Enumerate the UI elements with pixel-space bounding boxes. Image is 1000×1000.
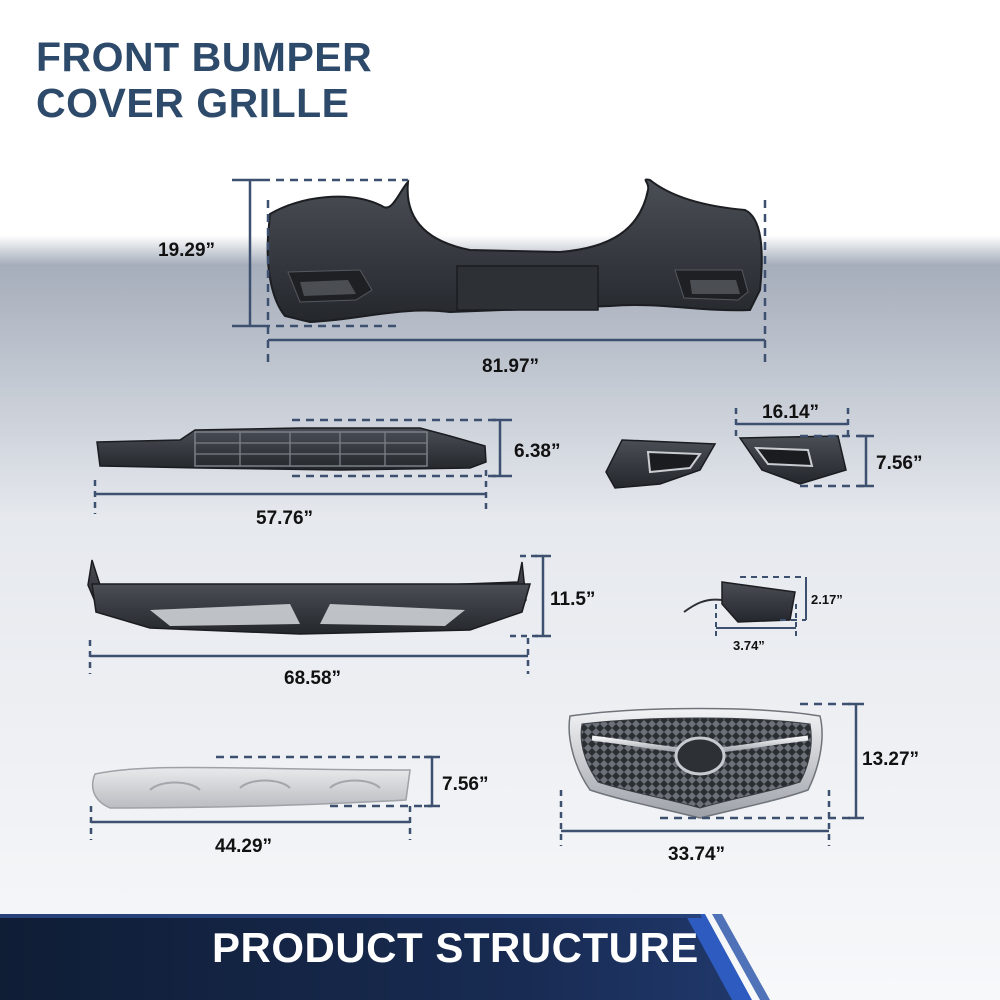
lower-grille-width-label: 57.76” [256, 508, 314, 529]
grille-height-label: 13.27” [862, 749, 920, 770]
fog-light-cover-right [738, 435, 847, 485]
bumper-height-label: 19.29” [158, 240, 216, 261]
tow-cover-width-label: 3.74” [733, 638, 765, 653]
grille-dimension-lines [559, 702, 864, 846]
title-line-2: COVER GRILLE [36, 80, 350, 126]
tow-cover-height-label: 2.17” [811, 592, 843, 607]
front-bumper-cover [266, 178, 763, 324]
tow-cover-dimension-lines [715, 576, 807, 636]
banner-label: PRODUCT STRUCTURE [212, 924, 699, 971]
fog-light-cover-left [605, 439, 717, 489]
lower-grille-height-label: 6.38” [514, 441, 561, 462]
lower-valance [87, 559, 531, 635]
skid-plate-width-label: 44.29” [215, 836, 273, 857]
page-title: FRONT BUMPER COVER GRILLE [36, 34, 372, 126]
fog-cover-height-label: 7.56” [876, 453, 923, 474]
lower-grille-dimension-lines [93, 418, 512, 514]
title-line-1: FRONT BUMPER [36, 34, 373, 80]
skid-plate-height-label: 7.56” [442, 774, 489, 795]
valance-height-label: 11.5” [550, 589, 596, 610]
lower-grille [96, 427, 487, 471]
upper-grille [568, 707, 823, 819]
bumper-dimension-lines [232, 178, 767, 366]
bumper-width-label: 81.97” [482, 356, 540, 377]
grille-width-label: 33.74” [668, 844, 726, 865]
banner-shape [0, 914, 770, 1000]
skid-plate [91, 766, 411, 809]
fog-cover-dimension-lines [734, 408, 874, 488]
fog-cover-width-label: 16.14” [762, 402, 820, 423]
tow-hook-cover [683, 581, 796, 623]
valance-width-label: 68.58” [284, 668, 342, 689]
skid-plate-dimension-lines [89, 755, 440, 840]
valance-dimension-lines [88, 554, 551, 674]
